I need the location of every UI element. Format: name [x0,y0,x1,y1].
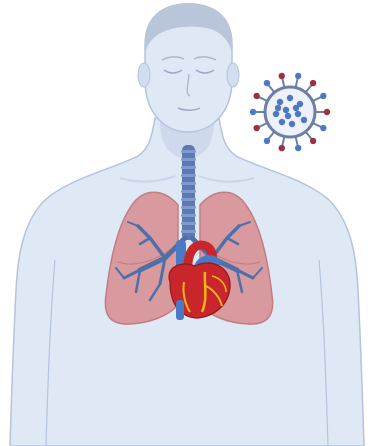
virus-rna-dot [295,111,301,117]
virus-rna-dot [293,105,299,111]
virus-envelope [265,87,315,137]
virus-rna-dot [277,99,283,105]
virus-spike-tip [310,80,316,86]
right-ear [227,63,239,87]
trachea-ring [181,190,196,193]
trachea-ring [181,230,196,233]
trachea-ring [181,166,196,169]
trachea [181,145,196,240]
head [138,3,239,132]
trachea-ring [181,206,196,209]
virus-spike-tip [295,145,301,151]
virus-spike-stalk [296,78,298,88]
virus-rna-dot [279,119,285,125]
virus-rna-dot [285,113,291,119]
trachea-ring [181,174,196,177]
virus-spike-tip [250,109,256,115]
virus-spike-stalk [268,85,274,93]
trachea-ring [181,150,196,153]
virus-rna-dot [287,95,293,101]
virus-spike-tip [279,145,285,151]
virus-spike-tip [324,109,330,115]
virus-spike-tip [320,93,326,99]
virus-particle [250,73,330,152]
virus-rna-dot [289,121,295,127]
trachea-ring [181,198,196,201]
virus-rna-dot [275,105,281,111]
virus-spike-tip [253,93,259,99]
virus-spike-tip [320,125,326,131]
virus-spike-stalk [268,132,274,140]
virus-rna-dot [301,117,307,123]
inferior-vena-cava [176,300,184,320]
virus-spike-tip [264,138,270,144]
virus-spike-tip [264,80,270,86]
virus-spike-tip [279,73,285,79]
trachea-ring [181,158,196,161]
trachea-ring [181,214,196,217]
trachea-ring [181,222,196,225]
virus-spike-tip [253,125,259,131]
virus-rna-dot [273,111,279,117]
virus-spike-stalk [306,132,312,140]
virus-spike-stalk [306,85,312,93]
virus-spike-stalk [282,78,284,88]
trachea-ring [181,182,196,185]
virus-spike-tip [295,73,301,79]
virus-rna-dot [283,107,289,113]
virus-spike-tip [310,138,316,144]
left-ear [138,63,150,87]
